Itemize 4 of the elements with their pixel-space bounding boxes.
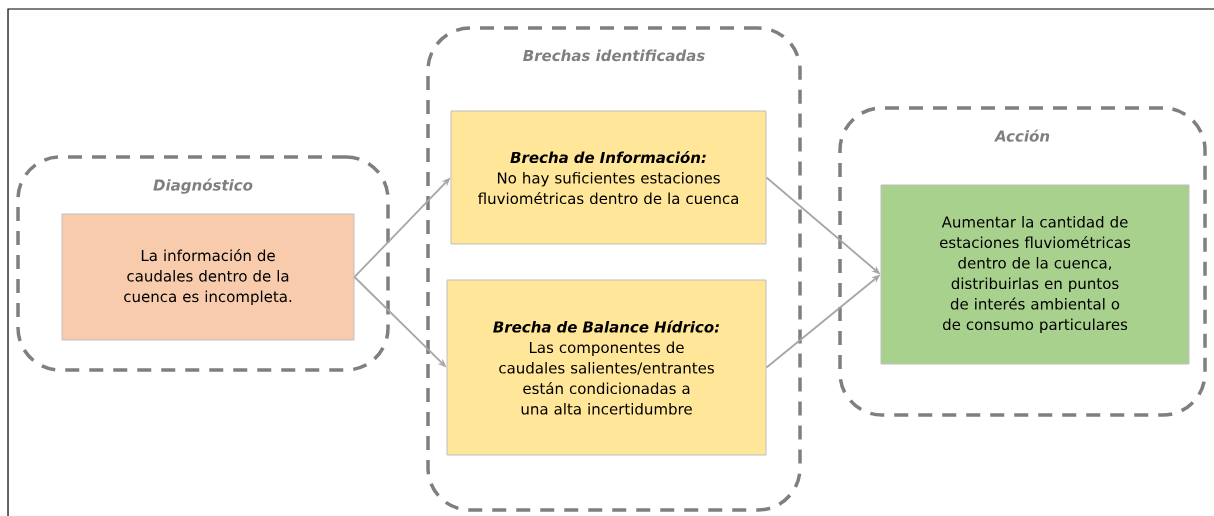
text-box: Aumentar la cantidad de estaciones fluviométricas dentro de la cuenca, distribuirlas en puntos de interés ambiental o de consumo particulares bbox=[880, 184, 1190, 365]
text-box: La información de caudales dentro de la cuenca es incompleta. bbox=[61, 213, 355, 341]
text-box: Brecha de Información: No hay suficientes estaciones fluviométricas dentro de la cuenca bbox=[450, 110, 767, 245]
text-box: Brecha de Balance Hídrico: Las componentes de caudales salientes/entrantes están condicionadas a una alta incertidumbre bbox=[446, 279, 767, 456]
